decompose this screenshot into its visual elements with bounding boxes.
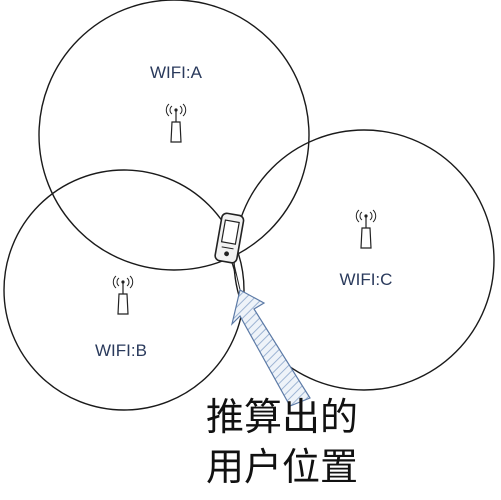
wifi-antenna-icon: [112, 275, 134, 315]
ap-label-c: WIFI:C: [340, 270, 393, 289]
access-point-a: WIFI:A: [150, 63, 203, 143]
ap-label-b: WIFI:B: [95, 341, 147, 360]
access-point-c: WIFI:C: [340, 209, 393, 289]
pointer-line: [233, 263, 242, 295]
hatched-arrow-icon: [230, 289, 311, 407]
mobile-phone-icon: [214, 212, 245, 274]
access-point-b: WIFI:B: [95, 275, 147, 360]
ap-label-a: WIFI:A: [150, 63, 203, 82]
coverage-circle-a: [38, 0, 310, 271]
wifi-antenna-icon: [165, 103, 187, 143]
result-label-line-2: 用户位置: [206, 445, 358, 489]
estimated-position-label: 推算出的 用户位置: [206, 395, 358, 489]
result-label-line-1: 推算出的: [206, 395, 358, 439]
wifi-antenna-icon: [355, 209, 377, 249]
coverage-circle-b: [3, 169, 245, 411]
